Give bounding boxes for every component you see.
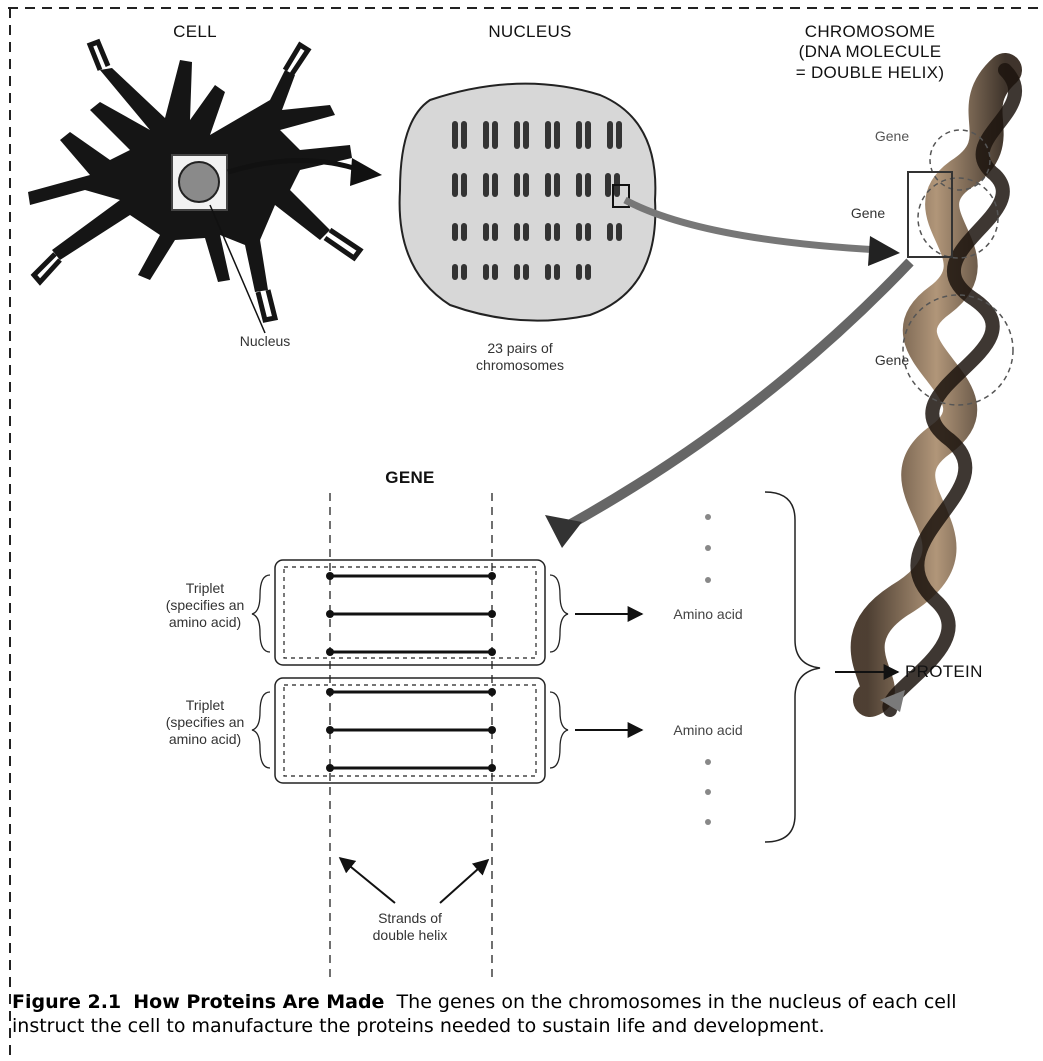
chromosome-glyph — [461, 173, 467, 197]
chromosome-glyph — [545, 264, 551, 280]
chromosome-glyph — [585, 173, 591, 197]
gene-schematic — [252, 492, 898, 978]
chromosome-glyph — [585, 264, 591, 280]
gene-label-2: Gene — [838, 205, 898, 222]
chromosome-glyph — [514, 264, 520, 280]
chromosome-glyph — [605, 173, 611, 197]
chromosome-glyph — [576, 173, 582, 197]
amino-acid-label-1: Amino acid — [648, 606, 768, 623]
chromosome-glyph — [461, 121, 467, 149]
chromosome-glyph — [452, 264, 458, 280]
dna-double-helix — [868, 70, 1015, 712]
chromosome-glyph — [523, 173, 529, 197]
chromosome-glyph — [483, 223, 489, 241]
chromosome-glyph — [607, 121, 613, 149]
chromosome-glyph — [576, 264, 582, 280]
nucleus-pointer-label: Nucleus — [215, 333, 315, 350]
chromosome-glyph — [585, 223, 591, 241]
neuron-cell — [28, 42, 360, 333]
chromosome-glyph — [523, 223, 529, 241]
triplet-label-2: Triplet (specifies an amino acid) — [150, 697, 260, 747]
chromosome-glyph — [492, 121, 498, 149]
gene-label-1: Gene — [862, 128, 922, 145]
figure-caption: Figure 2.1 How Proteins Are Made The gen… — [12, 990, 1032, 1038]
chromosome-glyph — [461, 264, 467, 280]
chromosome-glyph — [514, 173, 520, 197]
chromosome-glyph — [452, 121, 458, 149]
chromosome-glyph — [554, 173, 560, 197]
chromosome-glyph — [483, 264, 489, 280]
chromosome-glyph — [545, 121, 551, 149]
nucleus-karyotype — [400, 84, 656, 321]
chromosome-heading: CHROMOSOME (DNA MOLECULE = DOUBLE HELIX) — [775, 22, 965, 83]
chromosome-glyph — [514, 121, 520, 149]
chromosome-glyph — [554, 264, 560, 280]
chromosome-pairs-label: 23 pairs of chromosomes — [455, 340, 585, 374]
chromosome-glyph — [545, 223, 551, 241]
triplet-label-1: Triplet (specifies an amino acid) — [150, 580, 260, 630]
amino-acid-label-2: Amino acid — [648, 722, 768, 739]
chromosome-glyph — [576, 223, 582, 241]
chromosome-glyph — [452, 173, 458, 197]
chromosome-glyph — [483, 121, 489, 149]
chromosome-glyph — [492, 223, 498, 241]
chromosome-glyph — [452, 223, 458, 241]
protein-label: PROTEIN — [905, 662, 1015, 682]
chromosome-glyph — [585, 121, 591, 149]
gene-label-3: Gene — [862, 352, 922, 369]
chromosome-glyph — [461, 223, 467, 241]
strands-label: Strands of double helix — [355, 910, 465, 944]
figure-title: How Proteins Are Made — [133, 991, 384, 1013]
chromosome-glyph — [576, 121, 582, 149]
chromosome-glyph — [545, 173, 551, 197]
cell-heading: CELL — [140, 22, 250, 42]
chromosome-glyph — [523, 264, 529, 280]
chromosome-glyph — [616, 223, 622, 241]
chromosome-glyph — [523, 121, 529, 149]
nucleus-heading: NUCLEUS — [465, 22, 595, 42]
chromosome-glyph — [616, 121, 622, 149]
figure-number: Figure 2.1 — [12, 991, 121, 1013]
chromosome-glyph — [554, 223, 560, 241]
gene-heading: GENE — [365, 468, 455, 488]
chromosome-glyph — [483, 173, 489, 197]
chromosome-glyph — [607, 223, 613, 241]
chromosome-glyph — [514, 223, 520, 241]
chromosome-glyph — [554, 121, 560, 149]
chromosome-glyph — [492, 264, 498, 280]
chromosome-glyph — [492, 173, 498, 197]
